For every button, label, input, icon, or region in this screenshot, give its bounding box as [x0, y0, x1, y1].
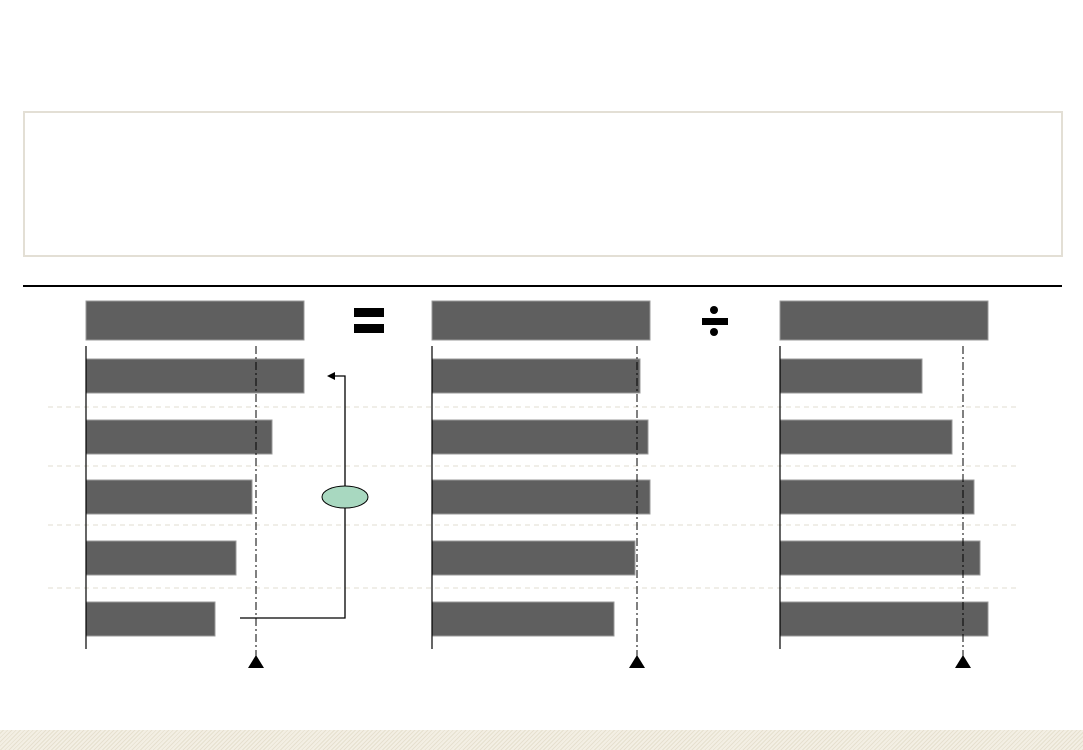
bar	[85, 479, 253, 515]
chart-panel-3	[779, 300, 989, 668]
bar	[431, 419, 649, 455]
bar	[779, 601, 989, 637]
equals-icon	[354, 308, 384, 333]
chart-panel-1	[85, 300, 305, 668]
triangle-marker-icon	[955, 655, 971, 668]
bar	[85, 601, 216, 637]
bar	[431, 479, 651, 515]
triangle-marker-icon	[629, 655, 645, 668]
bar	[85, 540, 237, 576]
chart-panel-2	[431, 300, 651, 668]
bar	[431, 540, 636, 576]
panel-header-bar	[85, 300, 305, 341]
callout-ellipse	[321, 485, 369, 509]
bar	[779, 419, 953, 455]
bar	[85, 419, 273, 455]
summary-text-box	[23, 111, 1063, 257]
bar	[779, 540, 981, 576]
bar	[431, 601, 615, 637]
panel-header-bar	[431, 300, 651, 341]
bar	[431, 358, 641, 394]
divide-icon	[702, 306, 728, 336]
bar	[779, 358, 923, 394]
row-separators	[48, 406, 1020, 589]
bar	[85, 358, 305, 394]
footer-hatch-band	[0, 730, 1083, 750]
panel-header-bar	[779, 300, 989, 341]
bar	[779, 479, 975, 515]
divider-line	[23, 285, 1062, 287]
triangle-marker-icon	[248, 655, 264, 668]
